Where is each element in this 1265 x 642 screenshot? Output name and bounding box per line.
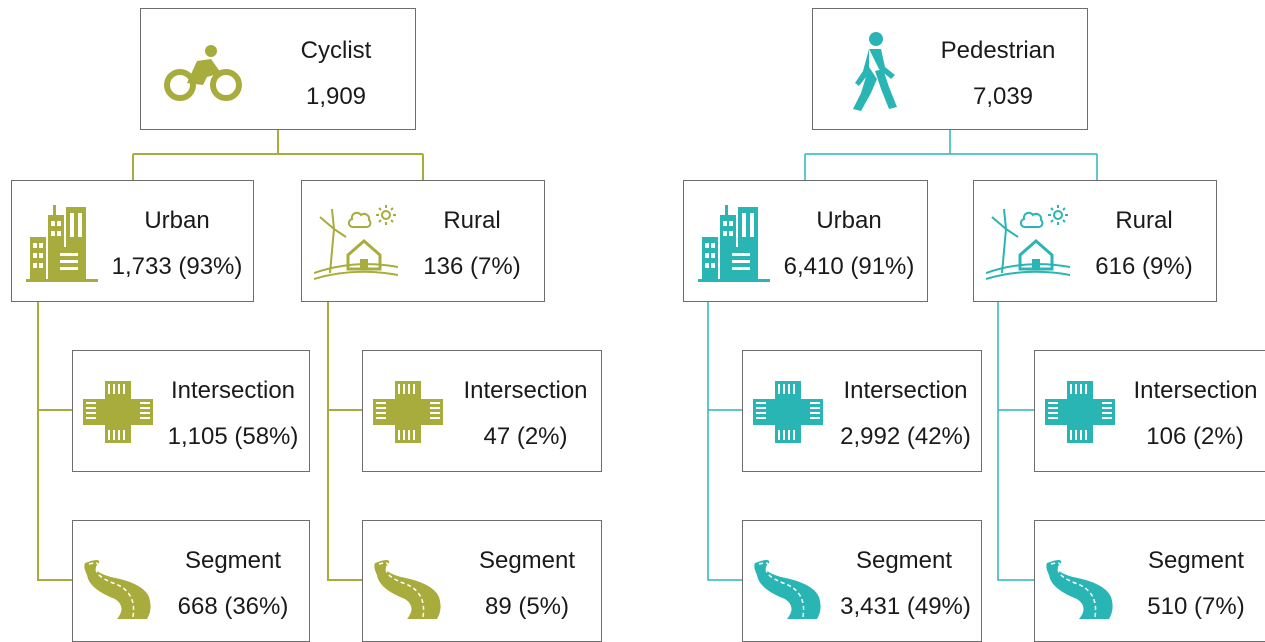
pedestrian-urban-intersection-count: 2,992 (42%) (840, 423, 971, 450)
pedestrian-urban-segment-count: 3,431 (49%) (840, 593, 971, 620)
cyclist-urban-intersection-node: Intersection 1,105 (58%) (72, 350, 310, 472)
cyclist-rural-segment-count: 89 (5%) (484, 593, 570, 620)
intersection-icon (373, 381, 443, 443)
cyclist-urban-intersection-count: 1,105 (58%) (167, 423, 299, 450)
cyclist-rural-intersection-label: Intersection (463, 377, 588, 404)
pedestrian-rural-count: 616 (9%) (1095, 253, 1193, 280)
pedestrian-urban-segment-label: Segment (855, 547, 953, 574)
cyclist-urban-intersection-label: Intersection (170, 377, 296, 404)
pedestrian-rural-segment-count: 510 (7%) (1147, 593, 1245, 620)
pedestrian-urban-intersection-node: Intersection 2,992 (42%) (742, 350, 982, 472)
bicycle-icon (164, 45, 242, 101)
cyclist-urban-count: 1,733 (93%) (111, 253, 243, 280)
intersection-icon (83, 381, 153, 443)
pedestrian-urban-node: Urban 6,410 (91%) (683, 180, 928, 302)
cyclist-urban-segment-node: Segment 668 (36%) (72, 520, 310, 642)
pedestrian-root-label: Pedestrian (940, 37, 1056, 64)
pedestrian-urban-count: 6,410 (91%) (783, 253, 915, 280)
cyclist-rural-count: 136 (7%) (423, 253, 521, 280)
intersection-icon (1045, 381, 1115, 443)
pedestrian-urban-segment-node: Segment 3,431 (49%) (742, 520, 982, 642)
cyclist-urban-label: Urban (144, 207, 210, 234)
cyclist-rural-intersection-count: 47 (2%) (483, 423, 568, 450)
farm-windmill-icon (986, 205, 1070, 280)
pedestrian-urban-label: Urban (816, 207, 882, 234)
cyclist-rural-segment-node: Segment 89 (5%) (362, 520, 602, 642)
cyclist-rural-node: Rural 136 (7%) (301, 180, 545, 302)
pedestrian-root-node: Pedestrian 7,039 (812, 8, 1088, 130)
road-icon (1046, 560, 1113, 619)
cyclist-rural-segment-label: Segment (478, 547, 576, 574)
pedestrian-rural-segment-label: Segment (1147, 547, 1245, 574)
pedestrian-rural-intersection-label: Intersection (1133, 377, 1258, 404)
walking-person-icon (853, 32, 897, 111)
pedestrian-urban-intersection-label: Intersection (843, 377, 968, 404)
pedestrian-rural-intersection-count: 106 (2%) (1146, 423, 1244, 450)
cyclist-root-count: 1,909 (305, 83, 367, 110)
pedestrian-rural-node: Rural 616 (9%) (973, 180, 1217, 302)
road-icon (84, 560, 151, 619)
cyclist-root-node: Cyclist 1,909 (140, 8, 416, 130)
cyclist-urban-segment-count: 668 (36%) (177, 593, 289, 620)
city-buildings-icon (698, 205, 770, 282)
cyclist-root-label: Cyclist (300, 37, 372, 64)
pedestrian-rural-intersection-node: Intersection 106 (2%) (1034, 350, 1265, 472)
pedestrian-rural-label: Rural (1115, 207, 1173, 234)
intersection-icon (753, 381, 823, 443)
farm-windmill-icon (314, 205, 398, 280)
cyclist-rural-label: Rural (443, 207, 501, 234)
cyclist-urban-segment-label: Segment (184, 547, 282, 574)
pedestrian-rural-segment-node: Segment 510 (7%) (1034, 520, 1265, 642)
pedestrian-root-count: 7,039 (972, 83, 1034, 110)
cyclist-rural-intersection-node: Intersection 47 (2%) (362, 350, 602, 472)
city-buildings-icon (26, 205, 98, 282)
road-icon (374, 560, 441, 619)
cyclist-urban-node: Urban 1,733 (93%) (11, 180, 254, 302)
road-icon (754, 560, 821, 619)
